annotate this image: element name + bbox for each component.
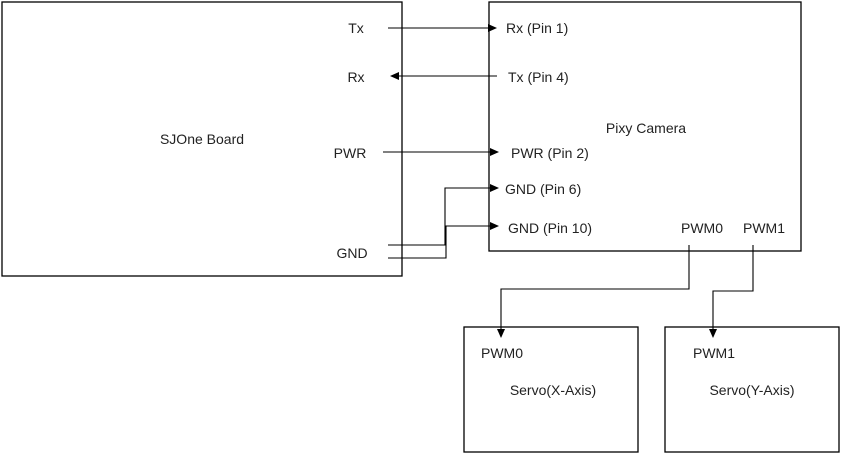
- pixy-camera-box: [488, 1, 802, 252]
- sjone-rx-label: Rx: [347, 69, 364, 85]
- sjone-board-box: [1, 1, 403, 277]
- servo-x-title: Servo(X-Axis): [510, 382, 596, 398]
- pixy-gnd-pin10-label: GND (Pin 10): [508, 220, 592, 236]
- sjone-pwr-label: PWR: [334, 145, 367, 161]
- gnd-pin10-wire: [388, 222, 499, 259]
- sjone-gnd-label: GND: [336, 245, 367, 261]
- servo-x-pwm-label: PWM0: [481, 345, 523, 361]
- pixy-tx-pin-label: Tx (Pin 4): [508, 69, 569, 85]
- pixy-camera-title: Pixy Camera: [606, 120, 686, 136]
- pixy-rx-pin-label: Rx (Pin 1): [506, 20, 568, 36]
- pixy-gnd-pin6-label: GND (Pin 6): [505, 181, 581, 197]
- servo-y-title: Servo(Y-Axis): [709, 382, 794, 398]
- pwm0-wire: [497, 245, 690, 338]
- servo-x-box: [463, 326, 639, 453]
- sjone-tx-label: Tx: [348, 20, 364, 36]
- pwm1-wire: [709, 245, 754, 338]
- sjone-board-title: SJOne Board: [160, 131, 244, 147]
- servo-y-pwm-label: PWM1: [693, 345, 735, 361]
- servo-y-box: [664, 326, 840, 453]
- pixy-pwm0-label: PWM0: [681, 220, 723, 236]
- pixy-pwm1-label: PWM1: [743, 220, 785, 236]
- gnd-pin6-wire: [388, 184, 499, 246]
- pixy-pwr-pin-label: PWR (Pin 2): [511, 145, 589, 161]
